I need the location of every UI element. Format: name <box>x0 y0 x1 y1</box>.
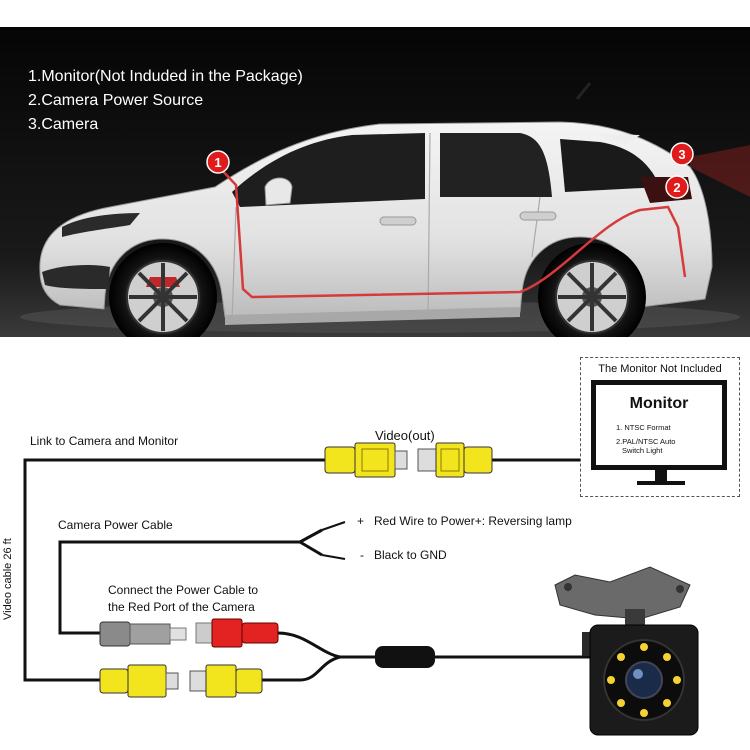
monitor-feature-2-line1: 2.PAL/NTSC Auto <box>616 437 676 446</box>
monitor-feature-2-line2: Switch Light <box>622 446 663 455</box>
monitor-stand-neck <box>655 470 667 482</box>
plus-sign: + <box>357 514 365 528</box>
wiring-diagram-panel <box>0 337 750 750</box>
connect-instruction-line2: the Red Port of the Camera <box>108 600 255 614</box>
grey-power-plug <box>99 621 187 647</box>
video-out-label: Video(out) <box>375 428 435 443</box>
legend: 1.Monitor(Not Induded in the Package) 2.… <box>28 65 303 137</box>
backup-camera <box>554 566 699 736</box>
marker-2: 2 <box>665 175 689 199</box>
minus-sign: - <box>360 548 364 562</box>
car-photo-panel: 1.Monitor(Not Induded in the Package) 2.… <box>0 27 750 337</box>
monitor-stand-base <box>637 481 685 485</box>
markers-layer: 1 2 3 <box>206 142 694 199</box>
camera-video-male-plug <box>99 664 179 698</box>
legend-item-monitor: 1.Monitor(Not Induded in the Package) <box>28 68 303 85</box>
black-gnd-label: Black to GND <box>374 548 447 562</box>
red-wire-label: Red Wire to Power+: Reversing lamp <box>374 514 572 528</box>
red-power-plug <box>195 618 279 648</box>
power-cable-label: Camera Power Cable <box>58 518 173 532</box>
monitor-feature-1: 1. NTSC Format <box>616 423 671 432</box>
monitor-box-title: The Monitor Not Included <box>598 363 722 375</box>
monitor-feature-2: 2.PAL/NTSC Auto Switch Light <box>616 437 675 455</box>
legend-item-power-source: 2.Camera Power Source <box>28 92 204 109</box>
link-label: Link to Camera and Monitor <box>30 434 179 448</box>
video-cable-length-label: Video cable 26 ft <box>2 538 14 620</box>
video-out-female-plug <box>417 442 493 478</box>
marker-3: 3 <box>670 142 694 166</box>
video-cable <box>23 458 325 682</box>
camera-video-female-plug <box>189 664 263 698</box>
svg-text:3: 3 <box>678 147 685 162</box>
monitor-box: The Monitor Not Included Monitor 1. NTSC… <box>580 357 740 497</box>
connect-instruction-line1: Connect the Power Cable to <box>108 583 259 597</box>
monitor-screen: Monitor 1. NTSC Format 2.PAL/NTSC Auto S… <box>591 380 727 470</box>
wire-route <box>216 164 687 299</box>
monitor-title: Monitor <box>629 395 689 412</box>
cable-junction <box>375 646 435 668</box>
wiring-diagram <box>23 442 699 736</box>
legend-item-camera: 3.Camera <box>28 116 99 133</box>
svg-text:2: 2 <box>673 180 680 195</box>
car-illustration <box>0 27 750 337</box>
power-cable <box>58 528 323 635</box>
svg-text:1: 1 <box>214 155 221 170</box>
marker-1: 1 <box>206 150 230 174</box>
video-out-male-plug <box>324 442 408 478</box>
